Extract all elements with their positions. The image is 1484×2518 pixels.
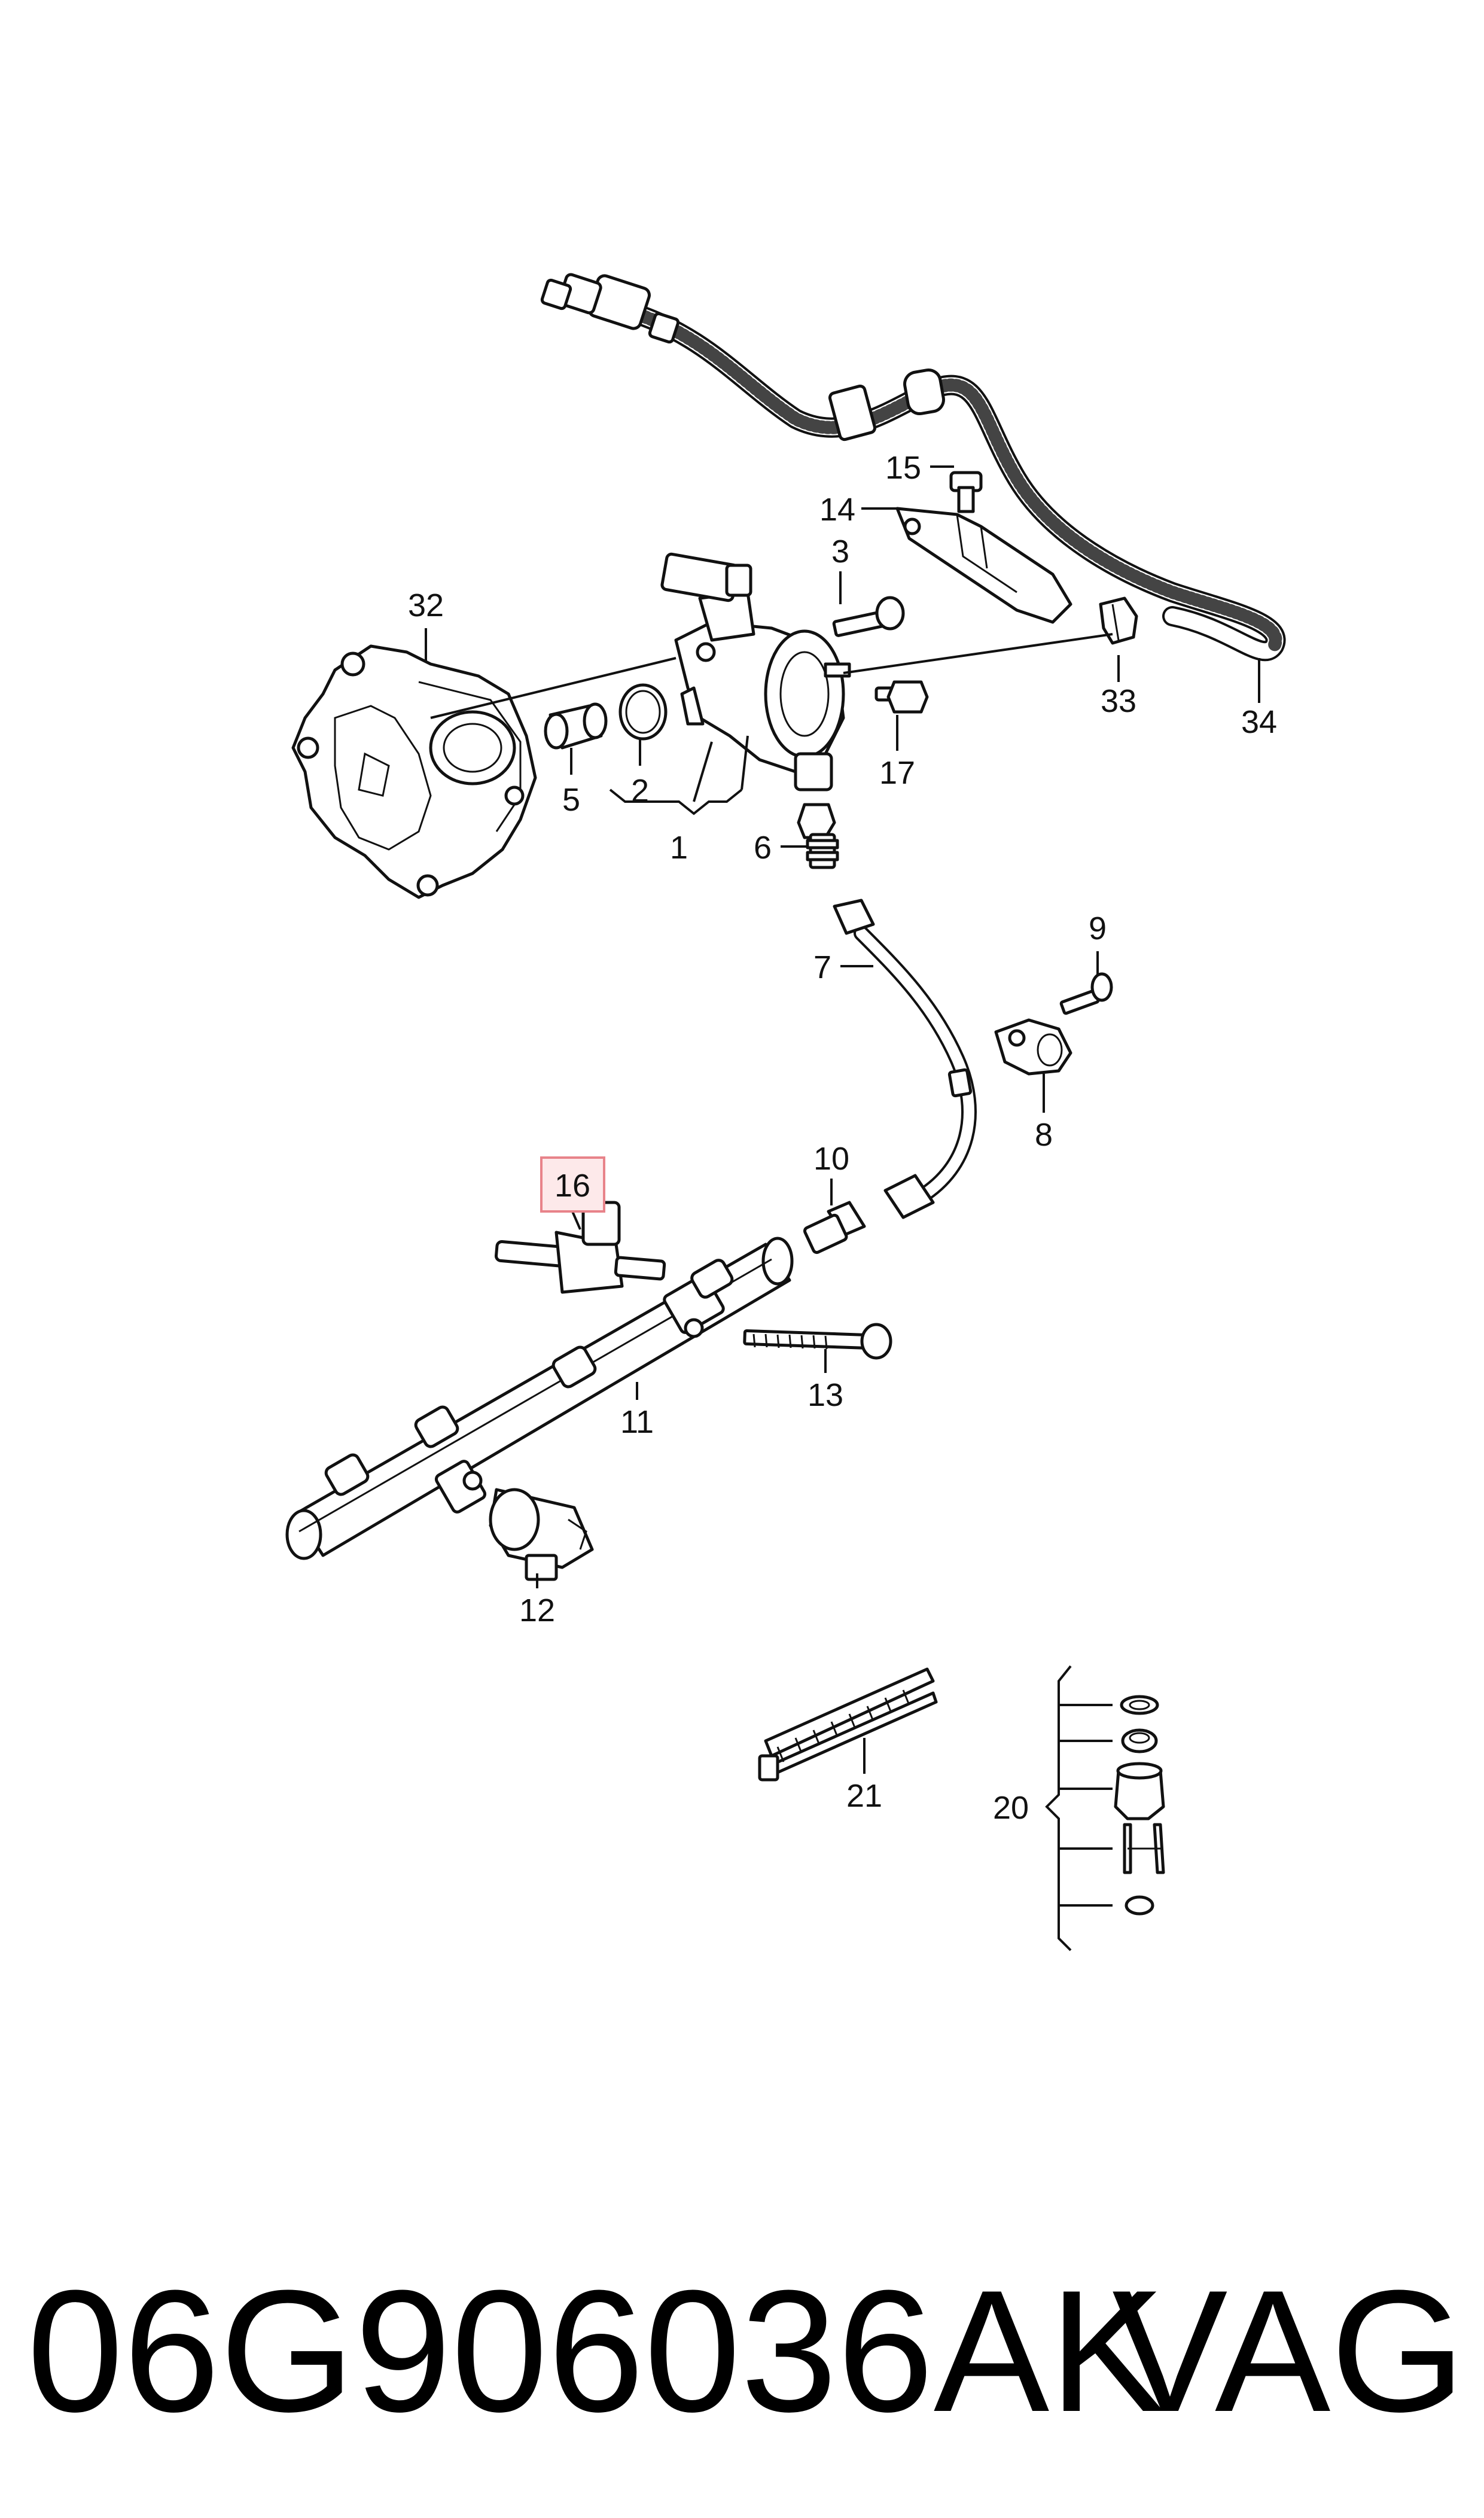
label-13: 13 [807,1377,843,1413]
label-21: 21 [846,1778,882,1814]
label-14: 14 [819,492,855,528]
o-ring-2 [618,683,668,741]
label-2: 2 [631,773,649,809]
plug-17 [874,680,929,714]
injector-16 [495,1201,666,1294]
vacuum-pump [291,644,537,899]
bolt-9 [1059,972,1113,1015]
union-6 [797,803,839,869]
label-20: 20 [993,1790,1029,1826]
label-16: 16 [554,1168,590,1204]
seal-kit-20 [1045,1665,1165,1951]
union-10 [803,1201,866,1255]
bolt-13 [743,1323,892,1360]
hose-bracket [895,507,1072,624]
fuel-rail [285,1237,794,1560]
vent-hose [540,273,1286,662]
hose-clip [1099,596,1138,645]
label-10: 10 [813,1141,849,1177]
label-12: 12 [519,1593,555,1628]
brand: VAG [1112,2254,1465,2448]
bolt-15 [949,471,983,513]
part-number: 06G906036AK [27,2254,1165,2448]
label-5: 5 [562,782,580,818]
pressure-sensor-12 [489,1488,594,1581]
bolt-3 [832,596,905,637]
label-15: 15 [885,450,921,486]
label-17: 17 [879,755,915,791]
cable-tie-21 [758,1667,938,1782]
callout-labels: 32 5 2 1 3 15 14 33 34 17 6 7 9 8 10 16 … [408,450,1277,1826]
seal-5 [544,702,608,750]
label-32: 32 [408,587,444,623]
label-9: 9 [1089,911,1107,946]
label-6: 6 [754,830,772,866]
label-8: 8 [1035,1117,1053,1153]
label-3: 3 [831,534,849,570]
label-7: 7 [813,949,831,985]
leader-lines [425,465,1260,1774]
label-33: 33 [1101,683,1136,719]
high-pressure-pump [660,552,851,791]
highlight-box [540,1156,605,1213]
bracket-8 [994,1018,1072,1076]
label-11: 11 [620,1404,654,1440]
fuel-line-7 [833,899,977,1219]
label-34: 34 [1241,704,1277,740]
label-1: 1 [670,830,688,866]
